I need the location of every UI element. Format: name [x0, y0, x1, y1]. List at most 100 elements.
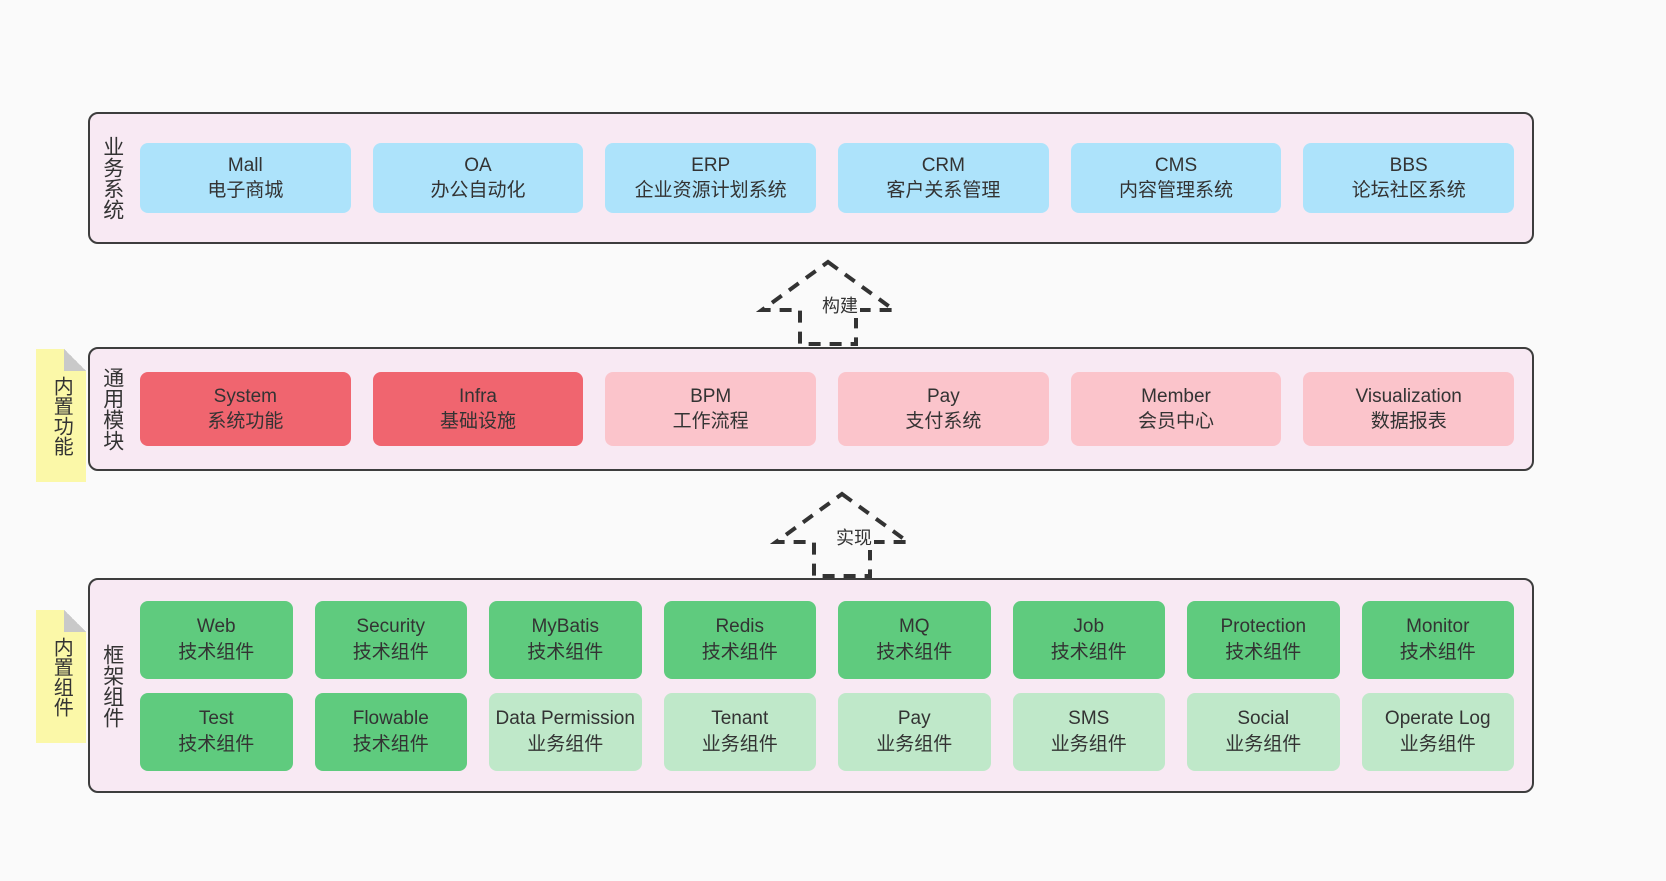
card-subtitle: 系统功能 — [207, 411, 284, 432]
generalization-arrow-implement: 实现 — [769, 490, 915, 580]
card-title: Infra — [458, 385, 498, 407]
card-title: OA — [464, 154, 492, 176]
card-security[interactable]: Security 技术组件 — [314, 600, 467, 679]
card-social[interactable]: Social 业务组件 — [1187, 692, 1340, 771]
card-title: Protection — [1220, 616, 1307, 638]
layer-body-business-system: Mall 电子商城 OA 办公自动化 ERP 企业资源计划系统 CRM 客户关系… — [134, 114, 1532, 242]
card-title: Web — [196, 616, 236, 638]
layer-common-modules: 通用模块 System 系统功能 Infra 基础设施 BPM 工作流程 Pay… — [88, 347, 1534, 471]
layer-title-business-system: 业务系统 — [100, 136, 124, 220]
card-title: Test — [198, 708, 234, 730]
card-title: Mall — [227, 154, 263, 176]
card-title: BPM — [690, 385, 732, 407]
layer-title-common-modules: 通用模块 — [100, 367, 124, 451]
card-pay-component[interactable]: Pay 业务组件 — [838, 692, 991, 771]
card-title: Member — [1141, 385, 1211, 407]
card-subtitle: 电子商城 — [207, 180, 284, 201]
card-subtitle: 企业资源计划系统 — [634, 180, 787, 201]
card-subtitle: 技术组件 — [1225, 641, 1302, 663]
sticky-note-builtin-function: 内置功能 — [36, 349, 86, 482]
card-mq[interactable]: MQ 技术组件 — [838, 600, 991, 679]
card-subtitle: 业务组件 — [701, 733, 778, 755]
card-title: Job — [1073, 616, 1105, 638]
card-title: SMS — [1068, 708, 1110, 730]
card-oa[interactable]: OA 办公自动化 — [372, 143, 584, 213]
card-operate-log[interactable]: Operate Log 业务组件 — [1361, 692, 1514, 771]
card-title: Data Permission — [495, 708, 635, 730]
card-title: CMS — [1154, 154, 1198, 176]
card-title: Pay — [897, 708, 931, 730]
card-subtitle: 业务组件 — [1050, 733, 1127, 755]
card-row: System 系统功能 Infra 基础设施 BPM 工作流程 Pay 支付系统… — [140, 372, 1515, 446]
card-title: BBS — [1389, 154, 1428, 176]
card-mall[interactable]: Mall 电子商城 — [140, 143, 351, 213]
card-bbs[interactable]: BBS 论坛社区系统 — [1303, 143, 1515, 213]
card-title: Flowable — [352, 708, 429, 730]
card-title: Redis — [715, 616, 765, 638]
card-title: CRM — [921, 154, 965, 176]
card-pay-module[interactable]: Pay 支付系统 — [838, 372, 1049, 446]
card-tenant[interactable]: Tenant 业务组件 — [663, 692, 816, 771]
card-title: MQ — [898, 616, 930, 638]
card-crm[interactable]: CRM 客户关系管理 — [838, 143, 1049, 213]
card-title: Visualization — [1355, 385, 1462, 407]
card-title: Tenant — [711, 708, 769, 730]
card-visualization[interactable]: Visualization 数据报表 — [1303, 372, 1515, 446]
card-subtitle: 内容管理系统 — [1119, 180, 1234, 201]
card-title: MyBatis — [531, 616, 600, 638]
card-subtitle: 业务组件 — [876, 733, 953, 755]
card-subtitle: 技术组件 — [1399, 641, 1476, 663]
card-subtitle: 技术组件 — [352, 733, 429, 755]
card-subtitle: 业务组件 — [1225, 733, 1302, 755]
generalization-arrow-build: 构建 — [755, 258, 901, 348]
card-subtitle: 工作流程 — [672, 411, 749, 432]
card-subtitle: 业务组件 — [527, 733, 604, 755]
card-subtitle: 会员中心 — [1138, 411, 1215, 432]
card-subtitle: 技术组件 — [701, 641, 778, 663]
card-subtitle: 数据报表 — [1370, 411, 1447, 432]
card-title: ERP — [691, 154, 731, 176]
card-title: System — [213, 385, 278, 407]
card-web[interactable]: Web 技术组件 — [140, 600, 293, 679]
card-subtitle: 基础设施 — [440, 411, 517, 432]
card-job[interactable]: Job 技术组件 — [1012, 600, 1165, 679]
card-subtitle: 技术组件 — [876, 641, 953, 663]
card-subtitle: 支付系统 — [905, 411, 982, 432]
card-member[interactable]: Member 会员中心 — [1070, 372, 1282, 446]
card-title: Operate Log — [1384, 708, 1491, 730]
card-infra[interactable]: Infra 基础设施 — [372, 372, 584, 446]
card-subtitle: 客户关系管理 — [886, 180, 1001, 201]
card-system[interactable]: System 系统功能 — [140, 372, 351, 446]
card-data-permission[interactable]: Data Permission 业务组件 — [489, 692, 642, 771]
arrow-label-implement: 实现 — [834, 524, 874, 550]
card-erp[interactable]: ERP 企业资源计划系统 — [605, 143, 817, 213]
card-sms[interactable]: SMS 业务组件 — [1012, 692, 1165, 771]
card-subtitle: 技术组件 — [178, 641, 255, 663]
card-title: Monitor — [1406, 616, 1470, 638]
card-row: Mall 电子商城 OA 办公自动化 ERP 企业资源计划系统 CRM 客户关系… — [140, 143, 1515, 213]
card-subtitle: 技术组件 — [178, 733, 255, 755]
card-row-business: Test 技术组件 Flowable 技术组件 Data Permission … — [140, 692, 1514, 771]
card-title: Security — [356, 616, 426, 638]
card-flowable[interactable]: Flowable 技术组件 — [314, 692, 467, 771]
layer-body-common-modules: System 系统功能 Infra 基础设施 BPM 工作流程 Pay 支付系统… — [134, 349, 1532, 469]
card-subtitle: 办公自动化 — [430, 180, 526, 201]
card-subtitle: 业务组件 — [1399, 733, 1476, 755]
layer-body-framework-components: Web 技术组件 Security 技术组件 MyBatis 技术组件 Redi… — [134, 580, 1532, 791]
card-mybatis[interactable]: MyBatis 技术组件 — [489, 600, 642, 679]
sticky-note-builtin-component: 内置组件 — [36, 610, 86, 743]
layer-title-framework-components: 框架组件 — [100, 643, 124, 728]
card-subtitle: 技术组件 — [1050, 641, 1127, 663]
card-title: Social — [1237, 708, 1290, 730]
card-redis[interactable]: Redis 技术组件 — [663, 600, 816, 679]
card-subtitle: 论坛社区系统 — [1351, 180, 1466, 201]
card-protection[interactable]: Protection 技术组件 — [1187, 600, 1340, 679]
layer-business-system: 业务系统 Mall 电子商城 OA 办公自动化 ERP 企业资源计划系统 CRM… — [88, 112, 1534, 244]
card-test[interactable]: Test 技术组件 — [140, 692, 293, 771]
layer-framework-components: 框架组件 Web 技术组件 Security 技术组件 MyBatis 技术组件… — [88, 578, 1534, 793]
card-cms[interactable]: CMS 内容管理系统 — [1070, 143, 1282, 213]
card-title: Pay — [926, 385, 960, 407]
card-monitor[interactable]: Monitor 技术组件 — [1361, 600, 1514, 679]
card-bpm[interactable]: BPM 工作流程 — [605, 372, 817, 446]
